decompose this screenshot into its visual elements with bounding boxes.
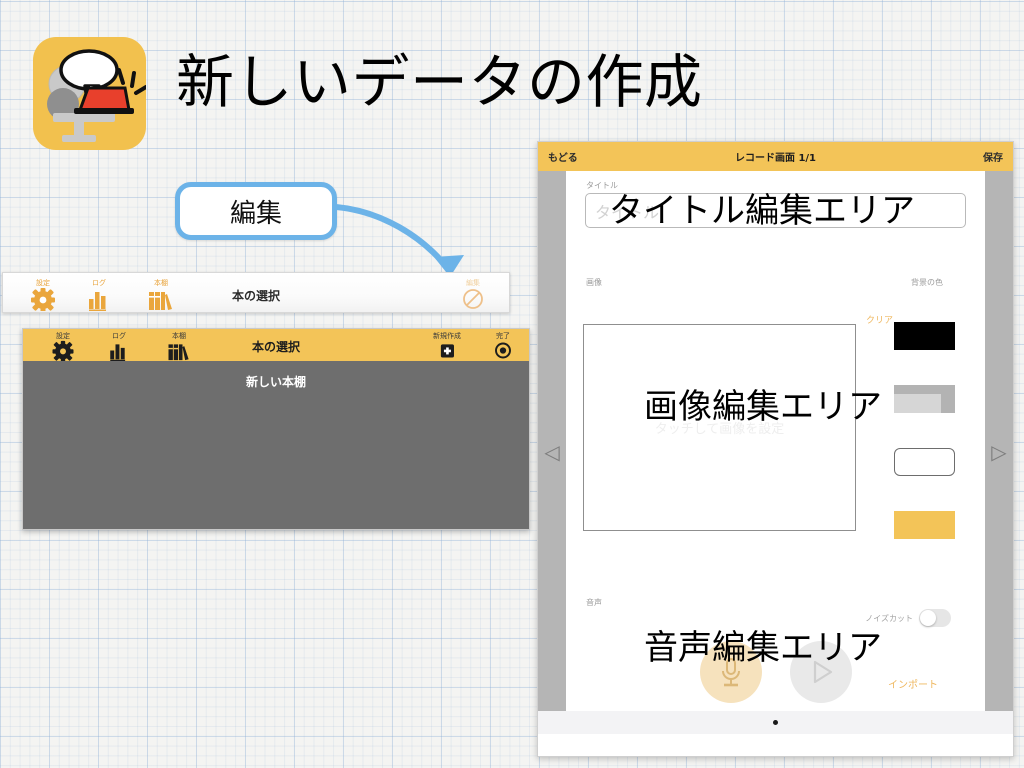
callout-edit: 編集 (175, 182, 337, 240)
image-editor-well[interactable]: タッチして画像を設定 (583, 324, 856, 531)
next-record-rail[interactable]: ▷ (985, 171, 1013, 734)
prev-record-rail[interactable]: ◁ (538, 171, 566, 734)
back-button[interactable]: もどる (548, 153, 578, 164)
toolbar2-item-log[interactable]: ログ (101, 332, 137, 366)
save-button[interactable]: 保存 (983, 153, 1003, 164)
books-icon (141, 287, 181, 316)
toolbar2-item-new[interactable]: 新規作成 (423, 332, 471, 366)
noise-cut-label: ノイズカット (865, 613, 913, 623)
callout-edit-label: 編集 (229, 198, 282, 229)
toolbar-item-edit[interactable]: 編集 (455, 279, 491, 316)
toolbar-book-select-white[interactable]: 設定 (2, 272, 510, 313)
bar-chart-icon (101, 340, 137, 366)
audio-section-label: 音声 (586, 598, 602, 607)
toolbar-white-title: 本の選択 (231, 289, 280, 303)
toolbar2-item-settings[interactable]: 設定 (45, 332, 81, 366)
overlay-title-area: タイトル編集エリア (609, 191, 915, 231)
microphone-icon (721, 658, 740, 687)
speaker-podium-icon (47, 49, 146, 142)
toolbar-item-settings[interactable]: 設定 (25, 279, 61, 316)
app-icon (33, 37, 146, 150)
audio-controls (538, 641, 1013, 703)
ipad-screenshot: もどる レコード画面 1/1 保存 ◁ ▷ タイトル タイトル 画像 背景の色 … (537, 141, 1014, 757)
circle-slash-icon (455, 287, 491, 316)
noise-cut-toggle[interactable] (919, 609, 951, 627)
image-section-label: 画像 (586, 278, 602, 287)
color-swatch-yellow[interactable] (894, 511, 955, 539)
toolbar2-item-done[interactable]: 完了 (485, 332, 521, 366)
page-title: 新しいデータの作成 (176, 48, 703, 116)
toolbar-item-log[interactable]: ログ (81, 279, 117, 316)
page-indicator-dot (773, 720, 778, 725)
record-button[interactable] (699, 641, 762, 703)
import-audio-button[interactable]: インポート (888, 680, 938, 691)
bookshelf-empty-area: 新しい本棚 (23, 361, 529, 529)
play-icon (813, 660, 832, 684)
bar-chart-icon (81, 287, 117, 316)
overlay-audio-area: 音声編集エリア (644, 628, 882, 668)
toolbar-item-bookshelf[interactable]: 本棚 (141, 279, 181, 316)
title-input[interactable]: タイトル (585, 193, 966, 228)
color-swatch-gray[interactable] (894, 385, 955, 413)
toolbar2-item-bookshelf[interactable]: 本棚 (159, 332, 199, 366)
ipad-nav-title: レコード画面 1/1 (734, 153, 817, 164)
overlay-image-area: 画像編集エリア (644, 387, 882, 427)
shelf-label: 新しい本棚 (245, 375, 306, 389)
color-swatch-white-selected[interactable] (894, 448, 955, 476)
bgcolor-section-label: 背景の色 (911, 278, 943, 287)
gear-icon (45, 340, 81, 366)
chevron-right-icon: ▷ (991, 441, 1007, 464)
noise-cut-row: ノイズカット (865, 609, 951, 627)
title-section-label: タイトル (586, 181, 618, 190)
bookshelf-panel: 設定 (22, 328, 530, 530)
chevron-left-icon: ◁ (544, 441, 560, 464)
play-button[interactable] (789, 641, 852, 703)
toolbar-book-select-yellow[interactable]: 設定 (23, 329, 529, 362)
books-icon (159, 340, 199, 366)
target-icon (485, 340, 521, 366)
ipad-page-control[interactable] (538, 711, 1013, 734)
clear-image-button[interactable]: クリア (865, 316, 893, 326)
toolbar-yellow-title: 本の選択 (251, 340, 300, 354)
plus-square-icon (423, 340, 471, 366)
color-swatch-black[interactable] (894, 322, 955, 350)
gear-icon (25, 287, 61, 316)
ipad-content: ◁ ▷ タイトル タイトル 画像 背景の色 クリア タッチして画像を設定 音声 … (538, 171, 1013, 734)
ipad-navigation-bar: もどる レコード画面 1/1 保存 (538, 142, 1013, 171)
